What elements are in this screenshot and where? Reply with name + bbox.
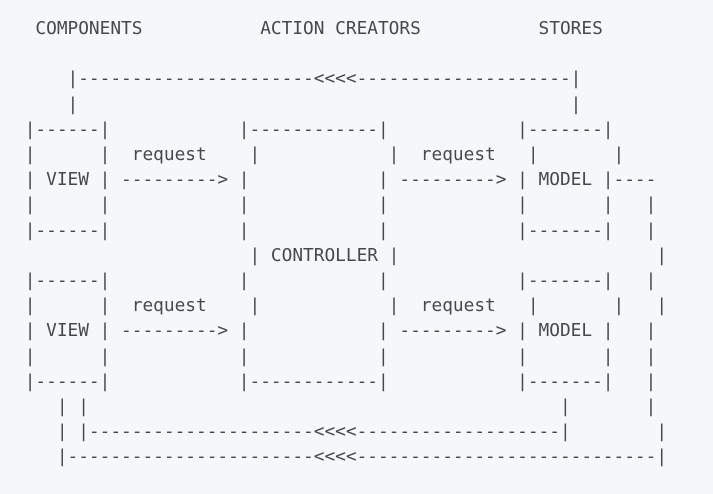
ascii-architecture-diagram: COMPONENTS ACTION CREATORS STORES |-----… bbox=[24, 18, 668, 468]
